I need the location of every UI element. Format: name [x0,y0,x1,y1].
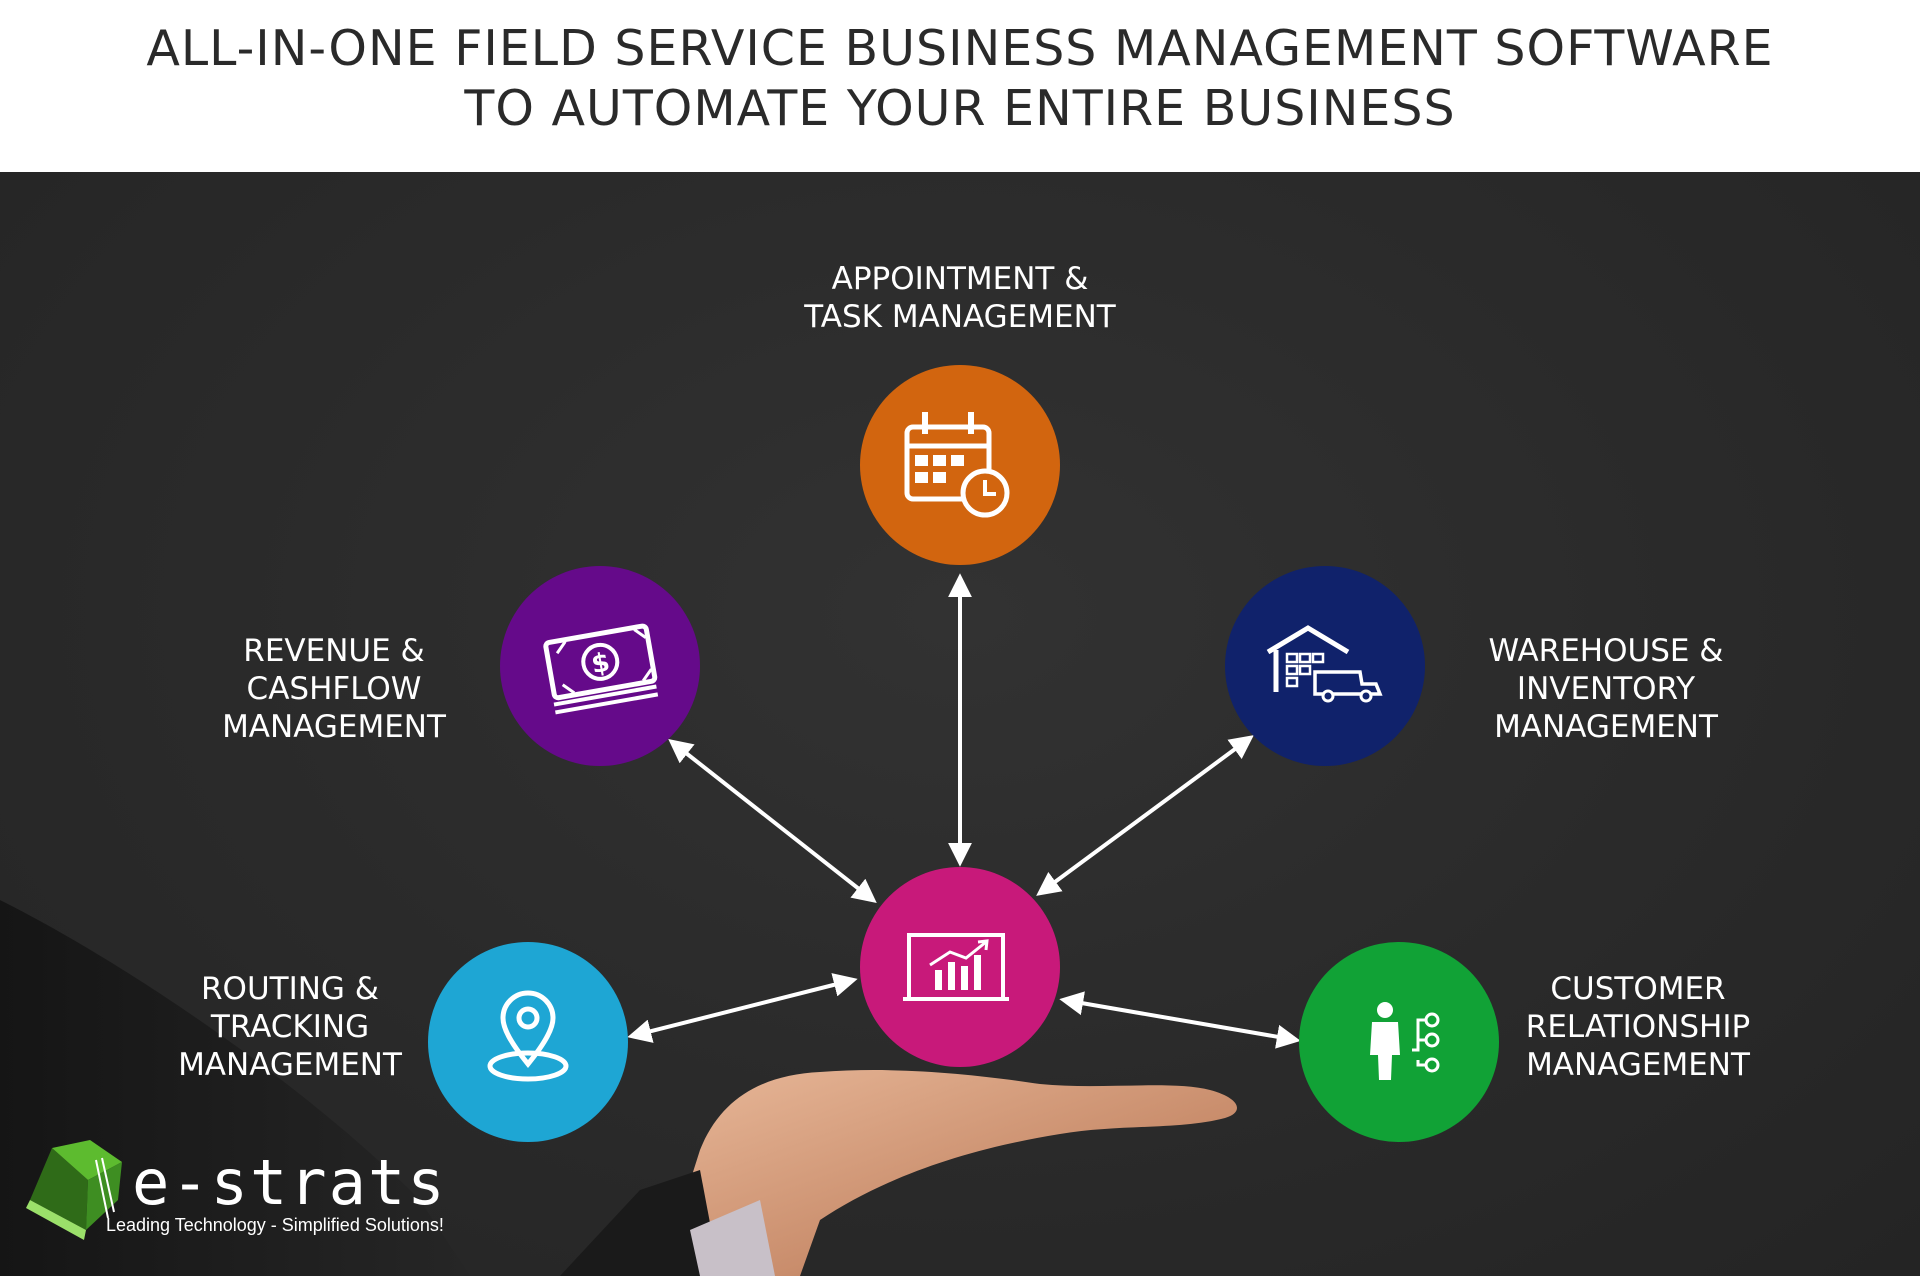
revenue-circle [500,566,700,766]
module-warehouse [1225,566,1425,766]
routing-circle [428,942,628,1142]
logo-tagline: Leading Technology - Simplified Solution… [106,1215,444,1235]
warehouse-circle [1225,566,1425,766]
module-revenue: $ [500,566,700,766]
arrow-to-revenue [668,739,877,903]
title-line-1: ALL-IN-ONE FIELD SERVICE BUSINESS MANAGE… [146,20,1774,77]
page-header: ALL-IN-ONE FIELD SERVICE BUSINESS MANAGE… [0,0,1920,172]
warehouse-label: WAREHOUSE & INVENTORY MANAGEMENT [1488,633,1724,745]
warehouse-truck-icon [1266,625,1383,703]
location-pin-icon [487,990,569,1082]
estrats-logo-icon [26,1140,122,1240]
title-line-2: TO AUTOMATE YOUR ENTIRE BUSINESS [464,80,1456,137]
revenue-label: REVENUE & CASHFLOW MANAGEMENT [222,633,446,745]
money-bill-icon: $ [543,623,659,715]
customer-network-icon [1370,1002,1440,1080]
center-hub [860,867,1060,1067]
logo-wordmark: e-strats [132,1146,447,1219]
module-customer [1299,942,1499,1142]
arrow-to-warehouse [1036,735,1254,896]
connector-arrows [627,573,1301,1049]
calendar-clock-icon [904,412,1010,518]
analytics-chart-icon [903,933,1009,1001]
appointment-label: APPOINTMENT & TASK MANAGEMENT [804,261,1116,335]
module-appointment [860,365,1060,565]
routing-label: ROUTING & TRACKING MANAGEMENT [178,971,402,1083]
center-circle [860,867,1060,1067]
module-routing [428,942,628,1142]
customer-label: CUSTOMER RELATIONSHIP MANAGEMENT [1525,971,1751,1083]
arrow-to-routing [627,973,858,1043]
svg-text:$: $ [589,648,612,681]
arrow-to-customer [1059,991,1301,1049]
